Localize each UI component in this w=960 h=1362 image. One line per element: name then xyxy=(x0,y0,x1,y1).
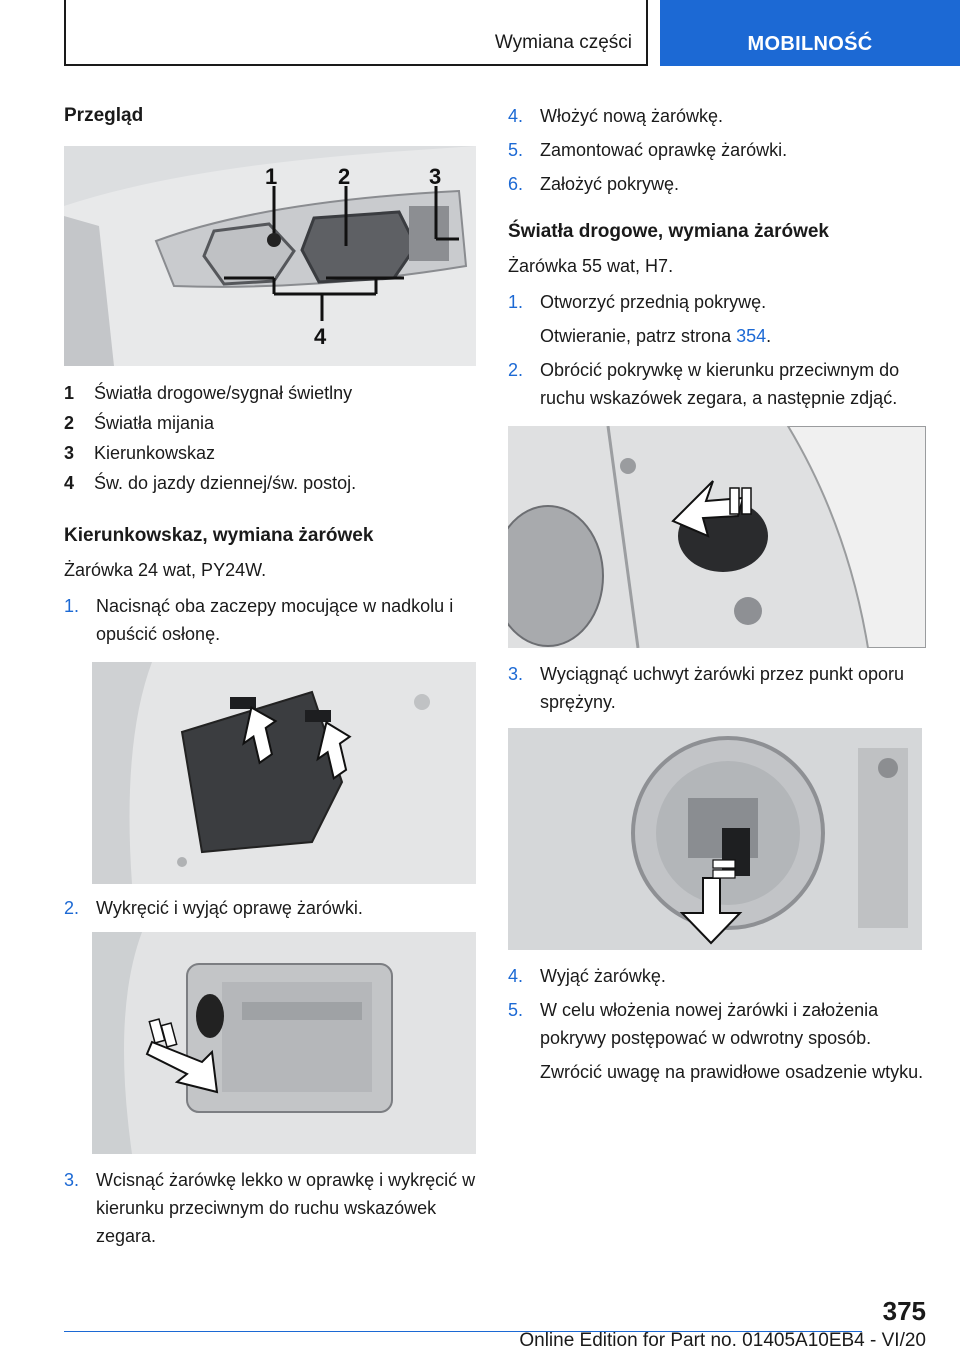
footer-edition: Online Edition for Part no. 01405A10EB4 … xyxy=(519,1330,926,1351)
headlight-cap-figure xyxy=(508,426,926,648)
wheel-arch-cover-figure xyxy=(92,662,476,884)
step-item: 3.Wyciągnąć uchwyt żarówki przez punkt o… xyxy=(508,664,904,712)
figure-label: 2 xyxy=(338,164,350,189)
header-section-box: Wymiana części xyxy=(64,0,648,66)
section-title-overview: Przegląd xyxy=(64,105,144,126)
figure-label: 4 xyxy=(314,324,327,349)
header-chapter-tab[interactable]: MOBILNOŚĆ xyxy=(660,0,960,66)
page-reference-link[interactable]: 354 xyxy=(736,326,767,346)
step-item: 2.Obrócić pokrywkę w kierunku przeciwnym… xyxy=(508,360,900,408)
figure-label: 1 xyxy=(265,164,277,189)
header-chapter-label: MOBILNOŚĆ xyxy=(747,33,873,55)
step-item: 4.Wyjąć żarówkę. xyxy=(508,966,666,986)
footer-divider xyxy=(64,1331,862,1332)
header-section-title: Wymiana części xyxy=(494,32,632,53)
step-item: 1.Otworzyć przednią pokrywę. xyxy=(508,292,767,312)
step-item: 5.W celu włożenia nowej żarówki i założe… xyxy=(508,1000,879,1048)
step-item: 4.Włożyć nową żarówkę. xyxy=(508,106,724,126)
step-item: 2.Wykręcić i wyjąć oprawę żarówki. xyxy=(64,898,363,918)
bulb-spec: Żarówka 24 wat, PY24W. xyxy=(64,560,267,580)
step-item: 6.Założyć pokrywę. xyxy=(508,174,680,194)
section-title-turn-signal: Kierunkowskaz, wymiana żarówek xyxy=(64,525,374,546)
step-item: 3.Wcisnąć żarówkę lekko w oprawkę i wykr… xyxy=(64,1170,476,1246)
bulb-spec: Żarówka 55 wat, H7. xyxy=(508,256,674,276)
step-note: Zwrócić uwagę na prawidłowe osadzenie wt… xyxy=(540,1062,924,1082)
section-title-high-beam: Światła drogowe, wymiana żarówek xyxy=(508,221,829,242)
figure-label: 3 xyxy=(429,164,441,189)
step-note: Otwieranie, patrz strona 354. xyxy=(540,326,772,346)
step-item: 5.Zamontować oprawkę żarówki. xyxy=(508,140,788,160)
headlight-overview-figure: 1 2 3 4 xyxy=(64,146,476,366)
page-number: 375 xyxy=(882,1296,926,1326)
bulb-holder-figure xyxy=(508,728,922,950)
bulb-socket-removal-figure xyxy=(92,932,476,1154)
right-column: 4.Włożyć nową żarówkę. 5.Zamontować opra… xyxy=(508,102,926,1092)
step-item: 1.Nacisnąć oba zaczepy mocujące w nadkol… xyxy=(64,596,454,644)
